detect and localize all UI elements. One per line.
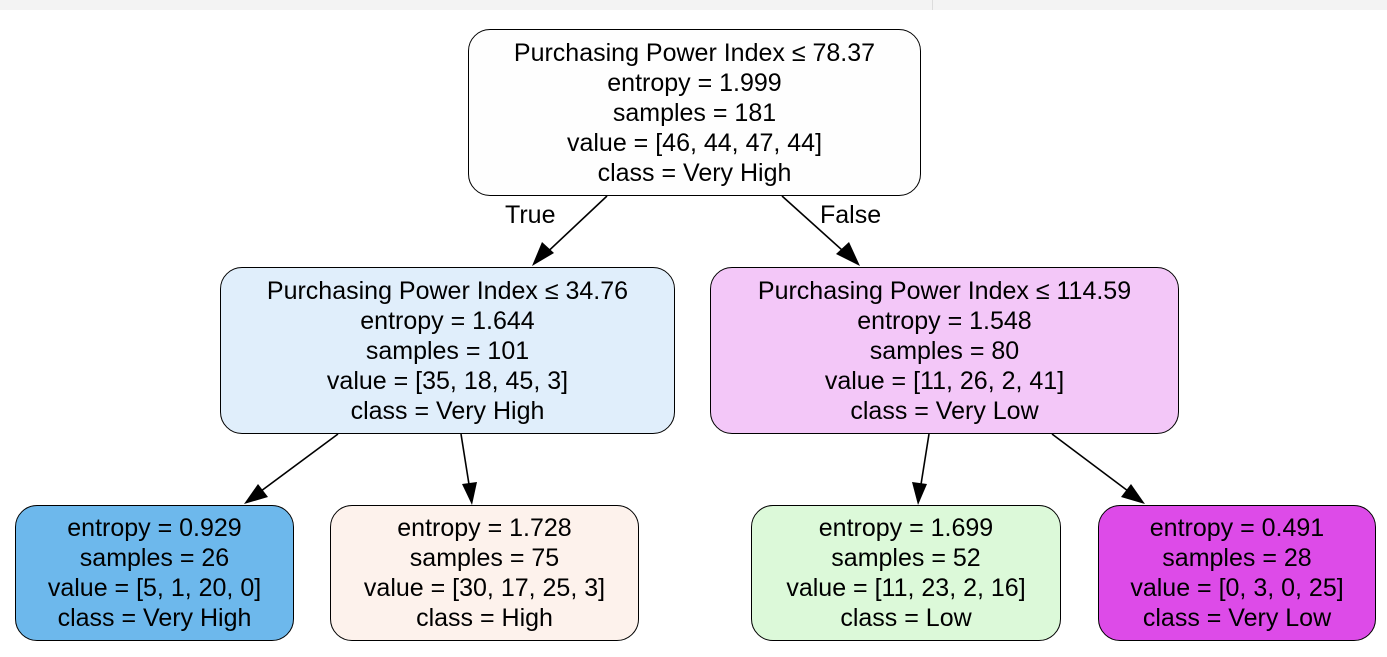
node-samples: samples = 75 (409, 544, 560, 572)
node-entropy: entropy = 1.548 (857, 306, 1032, 335)
node-value: value = [46, 44, 47, 44] (566, 128, 823, 157)
toolbar-divider (932, 0, 933, 10)
edge-label-true: True (505, 201, 556, 229)
node-entropy: entropy = 1.999 (607, 68, 782, 97)
node-value: value = [11, 26, 2, 41] (824, 366, 1065, 395)
node-class: class = High (416, 604, 553, 632)
node-samples: samples = 181 (612, 98, 777, 127)
tree-node-root: Purchasing Power Index ≤ 78.37 entropy =… (468, 29, 921, 196)
node-entropy: entropy = 1.699 (818, 514, 994, 542)
node-class: class = Very High (57, 604, 252, 632)
node-class: class = Very Low (1142, 604, 1332, 632)
tree-leaf-left-right: entropy = 1.728 samples = 75 value = [30… (330, 505, 639, 641)
node-value: value = [5, 1, 20, 0] (47, 574, 262, 602)
node-entropy: entropy = 0.491 (1149, 514, 1325, 542)
node-condition: Purchasing Power Index ≤ 34.76 (266, 276, 629, 305)
node-samples: samples = 52 (831, 544, 981, 572)
node-value: value = [0, 3, 0, 25] (1130, 574, 1344, 602)
arrowhead-right-right (1121, 484, 1145, 504)
node-class: class = Very Low (850, 396, 1039, 425)
arrowhead-left-left (244, 484, 268, 504)
edge-right-to-right-right (1051, 433, 1137, 498)
tree-node-left: Purchasing Power Index ≤ 34.76 entropy =… (220, 267, 675, 434)
arrowhead-root-right (836, 242, 860, 266)
node-entropy: entropy = 1.644 (360, 306, 535, 335)
arrowhead-right-left (912, 482, 927, 505)
arrowhead-left-right (462, 482, 477, 505)
node-condition: Purchasing Power Index ≤ 114.59 (757, 276, 1132, 305)
node-samples: samples = 101 (365, 336, 530, 365)
node-class: class = Very High (350, 396, 545, 425)
tree-leaf-left-left: entropy = 0.929 samples = 26 value = [5,… (15, 505, 294, 641)
edge-root-to-left (539, 195, 608, 260)
node-value: value = [30, 17, 25, 3] (363, 574, 606, 602)
node-samples: samples = 26 (79, 544, 230, 572)
tree-node-right: Purchasing Power Index ≤ 114.59 entropy … (710, 267, 1179, 434)
node-entropy: entropy = 0.929 (67, 514, 242, 542)
node-entropy: entropy = 1.728 (397, 514, 572, 542)
arrowhead-root-left (532, 242, 554, 266)
tree-leaf-right-left: entropy = 1.699 samples = 52 value = [11… (751, 505, 1061, 641)
node-class: class = Low (840, 604, 972, 632)
node-condition: Purchasing Power Index ≤ 78.37 (513, 38, 876, 67)
node-value: value = [11, 23, 2, 16] (786, 574, 1026, 602)
node-value: value = [35, 18, 45, 3] (326, 366, 569, 395)
edge-root-to-right (781, 195, 853, 260)
tree-leaf-right-right: entropy = 0.491 samples = 28 value = [0,… (1098, 505, 1376, 641)
node-samples: samples = 80 (869, 336, 1020, 365)
node-class: class = Very High (597, 158, 792, 187)
top-toolbar-strip (0, 0, 1387, 10)
edge-label-false: False (820, 201, 882, 229)
edge-left-to-left-left (252, 433, 339, 498)
node-samples: samples = 28 (1162, 544, 1312, 572)
